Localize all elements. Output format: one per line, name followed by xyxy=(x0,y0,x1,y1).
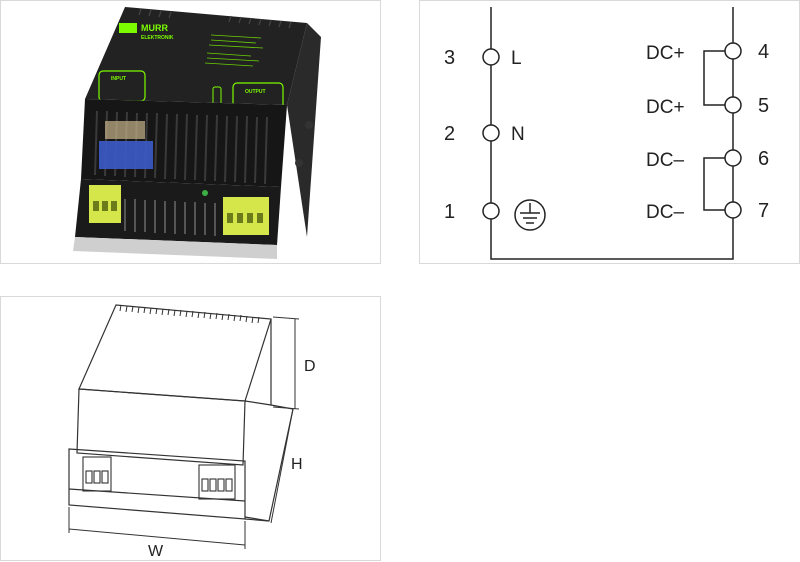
pin-number-3: 3 xyxy=(444,47,455,69)
terminal-pe xyxy=(482,202,500,220)
depth-label: D xyxy=(304,358,316,375)
height-label: H xyxy=(291,456,303,473)
internal-components xyxy=(105,121,145,139)
wiring-diagram: 3 L 2 N 1 DC+ DC+ DC– DC– 4 5 6 7 xyxy=(444,7,769,260)
input-terminal-screws xyxy=(93,201,117,211)
dimension-drawing: D H W xyxy=(68,304,316,560)
pin-number-6: 6 xyxy=(758,148,769,170)
status-led xyxy=(202,190,208,196)
wiring-diagram-panel: 3 L 2 N 1 DC+ DC+ DC– DC– 4 5 6 7 xyxy=(419,0,800,264)
terminal-7 xyxy=(724,201,742,219)
pin-label-l: L xyxy=(511,48,522,69)
dc-minus-bridge xyxy=(703,157,725,211)
pin-number-1: 1 xyxy=(444,201,455,223)
height-dimension xyxy=(270,408,294,524)
terminal-5 xyxy=(724,96,742,114)
input-badge-label: INPUT xyxy=(111,76,126,82)
dc-plus-bridge xyxy=(703,50,725,106)
brand-name: MURR xyxy=(141,23,168,33)
width-dimension xyxy=(68,507,246,549)
din-rail-clip xyxy=(73,237,277,259)
power-supply-photo: MURR ELEKTRONIK INPUT OUTPUT xyxy=(73,7,321,259)
depth-dimension xyxy=(272,316,300,410)
side-screw-1 xyxy=(305,121,313,129)
pin-number-4: 4 xyxy=(758,41,769,63)
spec-text-lines xyxy=(204,34,264,67)
pin-label-dc-plus-5: DC+ xyxy=(646,97,685,118)
pin-label-dc-plus-4: DC+ xyxy=(646,43,685,64)
top-vents xyxy=(119,304,260,324)
housing-side xyxy=(287,23,321,237)
internal-capacitors xyxy=(99,141,153,169)
housing-outline xyxy=(68,304,294,522)
ground-icon xyxy=(514,199,546,231)
housing-top xyxy=(85,7,307,105)
width-label: W xyxy=(148,543,164,560)
pin-number-2: 2 xyxy=(444,123,455,145)
output-badge-label: OUTPUT xyxy=(245,89,266,95)
pin-number-5: 5 xyxy=(758,95,769,117)
side-screw-2 xyxy=(295,159,303,167)
pin-number-7: 7 xyxy=(758,200,769,222)
logo-mark xyxy=(119,23,137,33)
dimension-drawing-panel: D H W xyxy=(0,296,381,561)
top-vents xyxy=(138,8,292,29)
brand-sub: ELEKTRONIK xyxy=(141,35,174,41)
pin-label-dc-minus-6: DC– xyxy=(646,150,684,171)
output-terminal-block xyxy=(198,464,236,500)
device-outline xyxy=(490,7,734,260)
terminal-6 xyxy=(724,149,742,167)
terminal-4 xyxy=(724,42,742,60)
terminal-n xyxy=(482,124,500,142)
product-photo-panel: MURR ELEKTRONIK INPUT OUTPUT xyxy=(0,0,381,264)
output-terminal-screws xyxy=(227,213,263,223)
pin-label-n: N xyxy=(511,124,525,145)
input-terminal-block xyxy=(82,456,112,492)
pin-label-dc-minus-7: DC– xyxy=(646,202,684,223)
rail-ribs xyxy=(124,199,216,236)
terminal-l xyxy=(482,48,500,66)
